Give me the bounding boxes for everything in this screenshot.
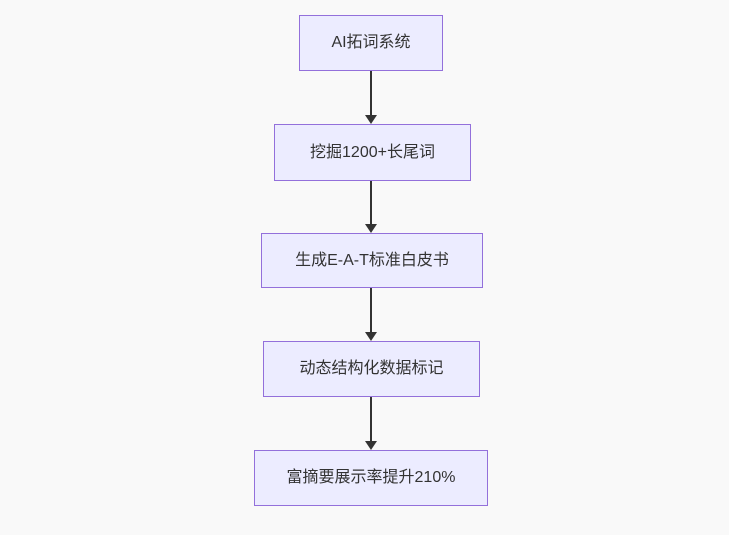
flow-arrow-4 — [364, 397, 378, 450]
arrow-line — [370, 181, 372, 224]
arrow-line — [370, 397, 372, 441]
arrowhead-icon — [365, 115, 377, 124]
flow-node-label: 挖掘1200+长尾词 — [310, 143, 435, 161]
flow-node-label: AI拓词系统 — [331, 34, 411, 52]
flow-node-longtail-mining: 挖掘1200+长尾词 — [274, 124, 471, 181]
flow-node-label: 富摘要展示率提升210% — [286, 469, 456, 487]
flow-node-structured-data: 动态结构化数据标记 — [263, 341, 480, 397]
arrowhead-icon — [365, 224, 377, 233]
flow-node-label: 生成E-A-T标准白皮书 — [295, 251, 449, 269]
arrowhead-icon — [365, 441, 377, 450]
flow-node-eat-whitepaper: 生成E-A-T标准白皮书 — [261, 233, 483, 288]
arrow-line — [370, 71, 372, 115]
arrow-line — [370, 288, 372, 332]
flow-arrow-1 — [364, 71, 378, 124]
flow-node-ai-word-system: AI拓词系统 — [299, 15, 443, 71]
flow-arrow-2 — [364, 181, 378, 233]
arrowhead-icon — [365, 332, 377, 341]
flow-node-rich-snippet-result: 富摘要展示率提升210% — [254, 450, 488, 506]
flow-node-label: 动态结构化数据标记 — [299, 360, 444, 378]
flow-arrow-3 — [364, 288, 378, 341]
